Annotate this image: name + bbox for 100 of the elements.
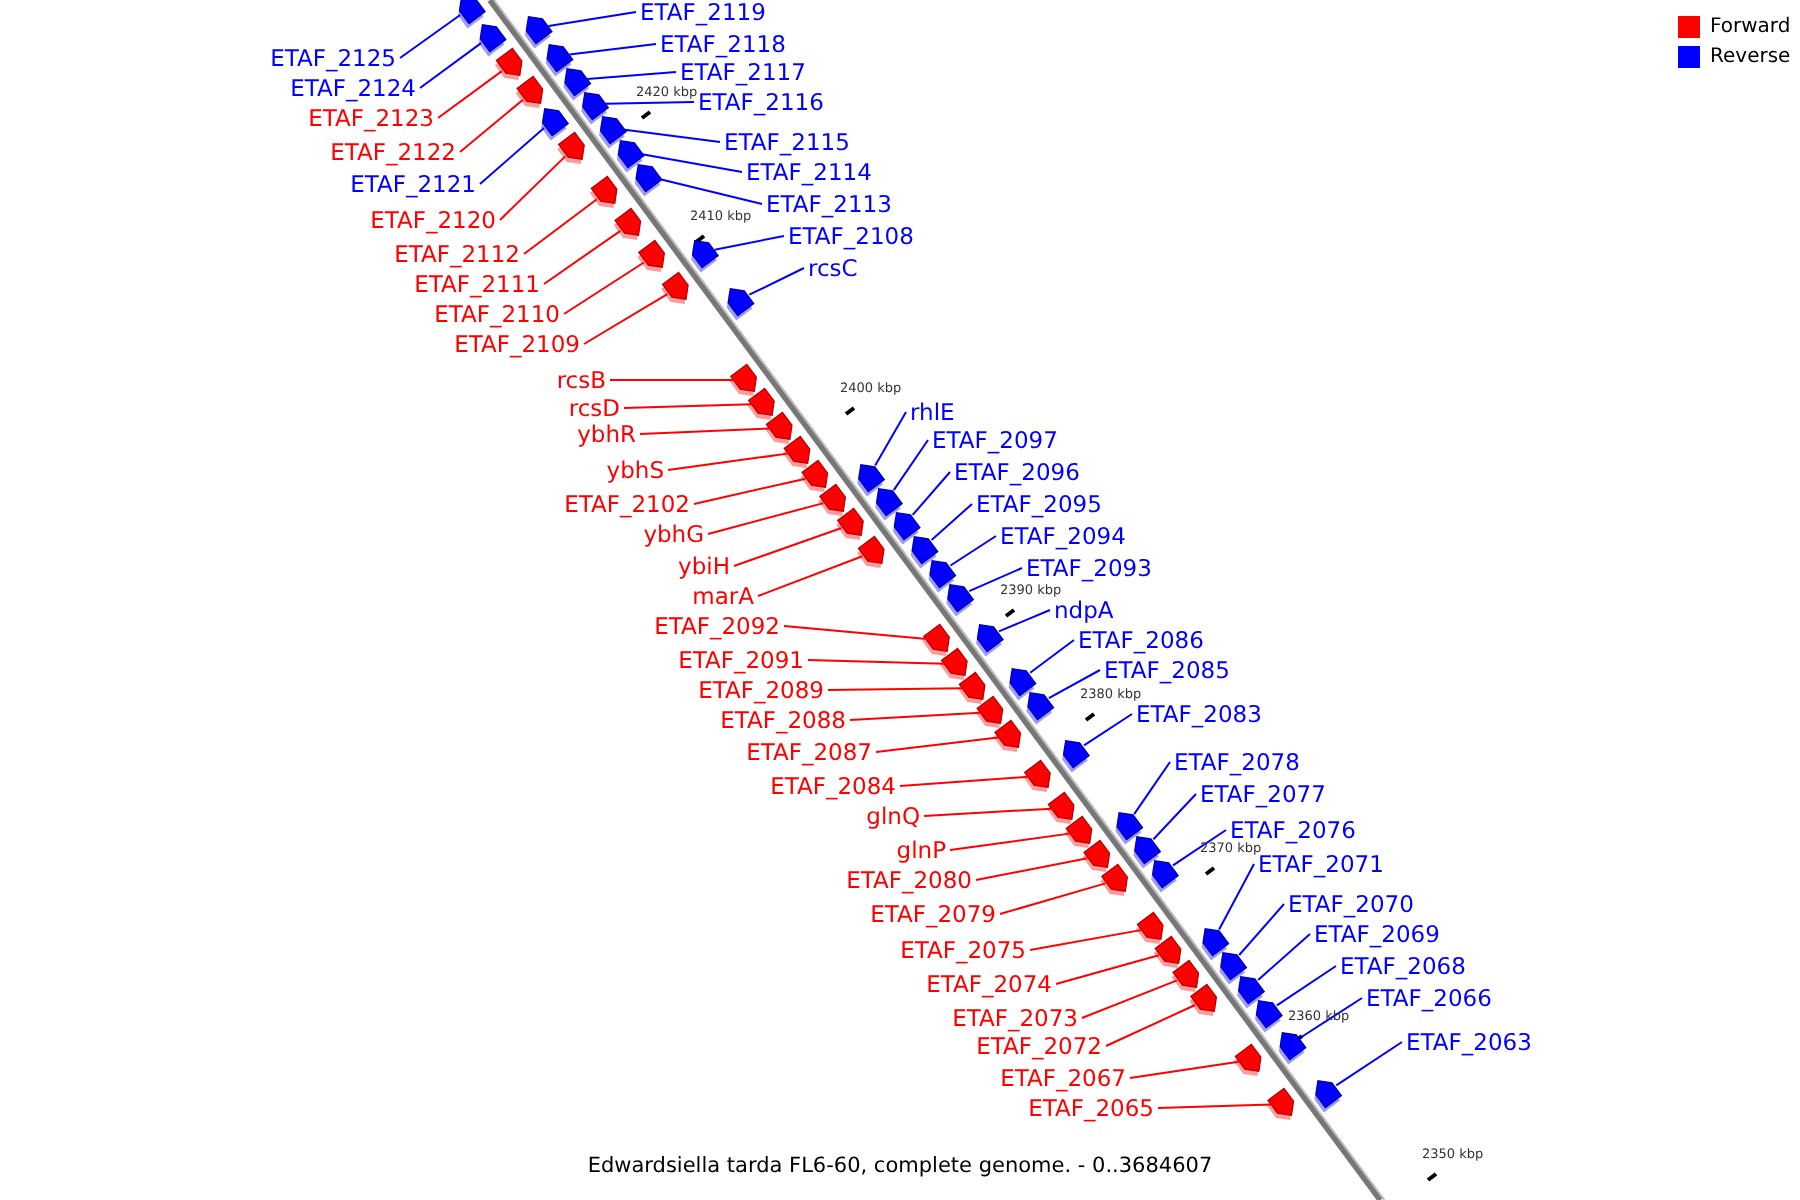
gene-block (458, 0, 486, 29)
leader-line (604, 101, 695, 105)
leader-line (949, 535, 997, 567)
leader-line (783, 625, 928, 640)
gene-label: marA (692, 582, 754, 610)
leader-line (1172, 829, 1227, 867)
gene-block (975, 695, 1004, 729)
leader-line (586, 71, 677, 81)
leader-line (547, 11, 637, 28)
gene-block (1219, 952, 1248, 985)
leader-line (911, 471, 951, 516)
gene-label: ETAF_2067 (1000, 1064, 1126, 1092)
leader-line (899, 775, 1029, 787)
leader-line (1081, 979, 1179, 1019)
gene-block (957, 671, 986, 705)
leader-line (807, 659, 946, 665)
leader-line (657, 177, 763, 205)
gene-block (875, 488, 903, 521)
gene-label: ETAF_2117 (680, 58, 806, 86)
leader-line (693, 477, 807, 505)
leader-line (975, 857, 1089, 881)
leader-line (949, 832, 1071, 851)
gene-label: ETAF_2093 (1026, 554, 1152, 582)
gene-block (1064, 815, 1093, 849)
leader-line (1029, 929, 1142, 951)
gene-block (541, 108, 570, 141)
leader-line (707, 502, 825, 535)
leader-line (1257, 933, 1311, 982)
gene-block (764, 411, 793, 445)
gene-label: glnQ (866, 802, 920, 830)
leader-line (523, 198, 598, 255)
gene-label: rhlE (910, 398, 955, 426)
leader-line (1238, 903, 1285, 956)
gene-label: ETAF_2111 (414, 270, 540, 298)
leader-line (621, 128, 721, 143)
leader-line (419, 42, 483, 89)
leader-line (639, 153, 743, 173)
gene-block (478, 24, 507, 57)
gene-label: ybhR (577, 420, 636, 448)
gene-label: ETAF_2116 (698, 88, 824, 116)
leader-line (1105, 1004, 1197, 1047)
leader-line (849, 711, 982, 721)
gene-label: ETAF_2091 (678, 646, 804, 674)
gene-block (993, 719, 1022, 753)
gene-label: ETAF_2078 (1174, 748, 1300, 776)
gene-block (1233, 1043, 1262, 1077)
gene-block (1171, 959, 1200, 993)
gene-block (1062, 740, 1090, 773)
gene-label: rcsD (568, 394, 620, 422)
gene-label: ybiH (678, 552, 730, 580)
gene-label: ETAF_2109 (454, 330, 580, 358)
gene-label: ETAF_2077 (1200, 780, 1326, 808)
gene-label: ETAF_2086 (1078, 626, 1204, 654)
gene-block (613, 207, 642, 241)
gene-block (524, 16, 553, 49)
leader-line (437, 70, 503, 119)
gene-block (1189, 983, 1218, 1017)
gene-label: ETAF_2113 (766, 190, 892, 218)
gene-block (1082, 839, 1111, 873)
gene-block (940, 647, 968, 681)
leader-line (998, 609, 1051, 633)
gene-block (1153, 935, 1182, 969)
gene-label: ETAF_2108 (788, 222, 914, 250)
leader-line (568, 43, 657, 56)
gene-label: ETAF_2089 (698, 676, 824, 704)
gene-block (1151, 860, 1180, 893)
gene-label: ETAF_2072 (976, 1032, 1102, 1060)
gene-label: ETAF_2088 (720, 706, 846, 734)
gene-label: ETAF_2080 (846, 866, 972, 894)
leader-line (733, 527, 843, 567)
gene-label: ETAF_2066 (1366, 984, 1492, 1012)
gene-block (1046, 791, 1075, 825)
gene-label: ETAF_2073 (952, 1004, 1078, 1032)
gene-block (494, 47, 523, 81)
leader-line (1129, 1060, 1240, 1079)
leader-line (543, 229, 622, 285)
gene-label: ETAF_2076 (1230, 816, 1356, 844)
leader-line (1299, 997, 1363, 1039)
caption: Edwardsiella tarda FL6-60, complete genome. - 0..3684607 (587, 1154, 1213, 1178)
gene-block (892, 512, 921, 545)
leader-line (875, 736, 1000, 753)
leader-line (1133, 761, 1171, 816)
gene-block (1314, 1080, 1343, 1113)
gene-label: ETAF_2083 (1136, 700, 1262, 728)
leader-line (1047, 669, 1101, 700)
leader-line (968, 567, 1023, 593)
gene-label: ETAF_2119 (640, 0, 766, 26)
leader-line (609, 379, 735, 381)
gene-block (800, 459, 829, 493)
gene-label: ETAF_2125 (270, 44, 396, 72)
gene-label: ETAF_2085 (1104, 656, 1230, 684)
gene-block (1026, 692, 1055, 725)
leader-line (1152, 793, 1197, 841)
gene-block (857, 535, 885, 569)
gene-label: ETAF_2065 (1028, 1094, 1154, 1122)
leader-line (583, 293, 669, 345)
gene-label: ETAF_2114 (746, 158, 872, 186)
gene-label: ETAF_2068 (1340, 952, 1466, 980)
legend-label: Reverse (1710, 46, 1791, 70)
leader-line (623, 403, 753, 409)
